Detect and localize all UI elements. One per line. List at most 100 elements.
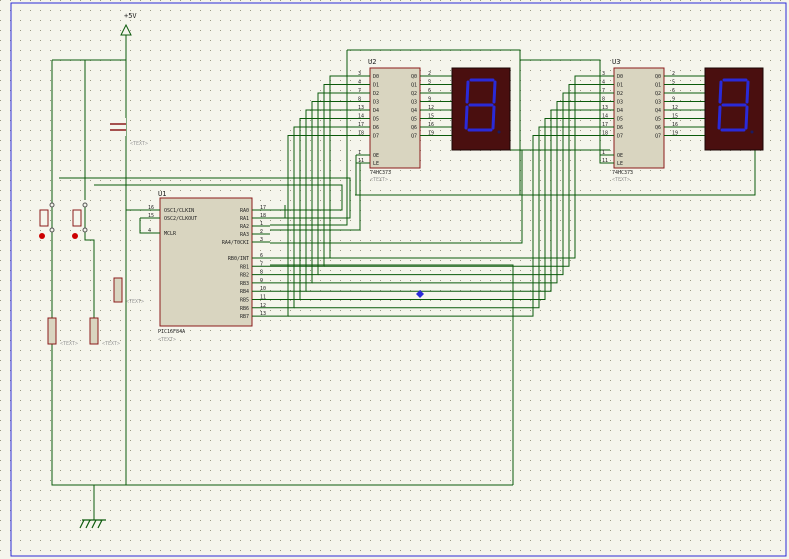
latch-pin-name: D4 xyxy=(617,108,623,114)
display-segment xyxy=(717,105,722,130)
latch-pin-name: Q7 xyxy=(655,134,661,140)
seven-segment-display-1[interactable]: 8 xyxy=(451,67,511,151)
display-segment xyxy=(718,80,723,104)
latch-pin-number: 12 xyxy=(428,105,434,111)
bus-wire-latch2 xyxy=(330,75,610,259)
latch-pin-name: D7 xyxy=(373,134,379,140)
power-terminal[interactable]: +5V xyxy=(120,12,137,40)
latch-pin-number: 13 xyxy=(358,105,364,111)
latch-pin-name: LE xyxy=(617,161,623,167)
latch-pin-number: 17 xyxy=(602,122,608,128)
display-segment xyxy=(465,80,470,104)
mcu-pin-name: RA3 xyxy=(240,232,249,238)
display-decimal-point xyxy=(497,130,501,134)
pushbutton-1[interactable] xyxy=(39,202,55,239)
display-segment xyxy=(492,80,497,104)
mcu-pin-number: 2 xyxy=(260,229,263,235)
latch-pin-number: 13 xyxy=(602,105,608,111)
latch-pin-number: 4 xyxy=(602,80,605,86)
latch-pin-number: 8 xyxy=(602,97,605,103)
mcu-pin-name: OSC2/CLKOUT xyxy=(164,216,197,222)
latch-pin-number: 6 xyxy=(672,88,675,94)
wire-junction-marker[interactable] xyxy=(416,290,424,298)
latch-pin-number: 6 xyxy=(428,88,431,94)
mcu-pin-name: RB5 xyxy=(240,298,249,304)
mcu-pin-number: 8 xyxy=(260,270,263,276)
resistor-r2-text: <TEXT> xyxy=(102,341,120,347)
mcu-pin-name: RA1 xyxy=(240,216,249,222)
bus-wire-latch1 xyxy=(270,101,366,284)
mcu-pin-name: MCLR xyxy=(164,231,177,237)
seven-segment-display-2[interactable]: 8 xyxy=(704,67,764,151)
mcu-pin-number: 1 xyxy=(260,221,263,227)
mcu-pin-name: RA2 xyxy=(240,224,249,230)
latch-pin-name: D6 xyxy=(617,125,623,131)
latch-pin-name: Q0 xyxy=(411,74,417,80)
mcu-pin-number: 6 xyxy=(260,253,263,259)
display-segment xyxy=(464,105,469,130)
mcu-pin-number: 7 xyxy=(260,261,263,267)
bus-wire-latch2 xyxy=(318,92,610,276)
display-decimal-point xyxy=(750,130,754,134)
latch-pin-number: 8 xyxy=(358,97,361,103)
latch-pin-number: 11 xyxy=(358,158,364,164)
resistor-r3[interactable]: <TEXT> xyxy=(113,277,144,305)
latch-u2-ref: U2 xyxy=(368,58,376,66)
ground-symbol xyxy=(79,519,106,529)
resistor-r2[interactable]: <TEXT> xyxy=(89,317,120,347)
pushbutton-2[interactable] xyxy=(72,202,88,239)
latch-pin-name: D3 xyxy=(617,100,623,106)
latch-pin-number: 7 xyxy=(358,88,361,94)
bus-wire-latch1 xyxy=(270,126,366,309)
mcu-pin-name: RA4/T0CKI xyxy=(222,240,249,246)
latch-pin-number: 1 xyxy=(602,150,605,156)
latch-pin-name: LE xyxy=(373,161,379,167)
latch-pin-name: Q1 xyxy=(411,83,417,89)
latch-pin-name: Q1 xyxy=(655,83,661,89)
data-bus-wires xyxy=(270,75,705,317)
bus-wire-latch2 xyxy=(288,135,610,317)
latch-pin-name: D2 xyxy=(617,91,623,97)
mcu-pin-name: RB7 xyxy=(240,314,249,320)
latch-pin-name: D1 xyxy=(617,83,623,89)
resistor-r3-text: <TEXT> xyxy=(126,299,144,305)
latch-u3-text: <TEXT> xyxy=(612,177,630,183)
bus-wire-latch1 xyxy=(270,135,366,317)
latch-pin-name: D7 xyxy=(617,134,623,140)
mcu-pin-number: 10 xyxy=(260,286,266,292)
bus-wire-latch2 xyxy=(306,109,610,292)
latch-pin-number: 12 xyxy=(672,105,678,111)
latch-pin-number: 14 xyxy=(358,114,364,120)
mcu-pin-number: 18 xyxy=(260,213,266,219)
latch-pin-name: Q4 xyxy=(655,108,661,114)
latch-pin-name: D4 xyxy=(373,108,379,114)
mcu-ref: U1 xyxy=(158,190,166,198)
mcu-pin-number: 17 xyxy=(260,205,266,211)
mcu-pin-name: RB3 xyxy=(240,281,249,287)
latch-pin-name: Q0 xyxy=(655,74,661,80)
mcu-pin-number: 16 xyxy=(148,205,154,211)
latch-pin-number: 4 xyxy=(358,80,361,86)
mcu-pin-number: 13 xyxy=(260,311,266,317)
mcu-pin-number: 15 xyxy=(148,213,154,219)
mcu-pin-name: RB4 xyxy=(240,289,249,295)
latch-pin-number: 5 xyxy=(672,80,675,86)
latch-pin-number: 17 xyxy=(358,122,364,128)
latch-pin-number: 15 xyxy=(428,114,434,120)
latch-pin-name: Q5 xyxy=(655,117,661,123)
mcu-pin-number: 9 xyxy=(260,278,263,284)
resistor-r1[interactable]: <TEXT> xyxy=(47,317,78,347)
latch-pin-number: 2 xyxy=(672,71,675,77)
mcu-pin-number: 4 xyxy=(148,228,151,234)
latch-pin-name: Q6 xyxy=(411,125,417,131)
bus-wire-latch2 xyxy=(294,126,610,309)
bus-wire-latch2 xyxy=(312,101,610,284)
capacitor[interactable]: <TEXT> xyxy=(110,118,148,147)
latch-pin-number: 9 xyxy=(428,97,431,103)
latch-pin-name: OE xyxy=(373,153,379,159)
latch-pin-name: D0 xyxy=(373,74,379,80)
